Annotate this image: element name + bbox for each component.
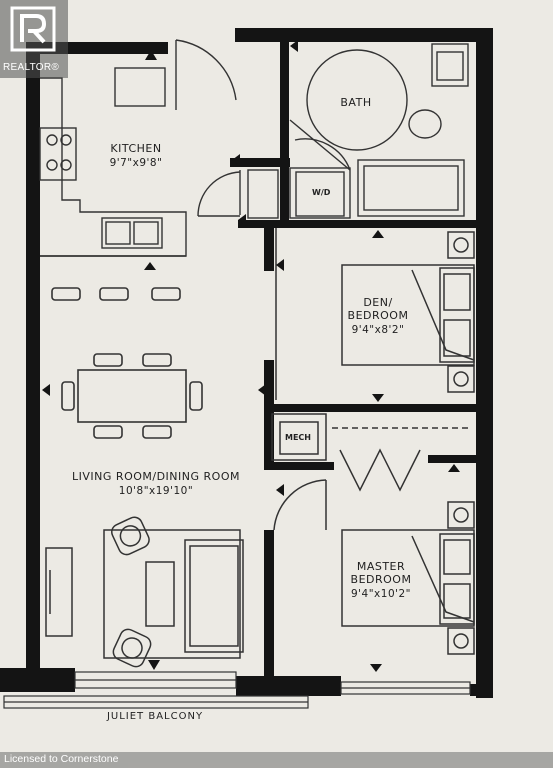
living-furniture: [45, 516, 244, 668]
dining-set: [61, 353, 203, 439]
room-label-master: MASTER BEDROOM 9'4"x10'2": [336, 560, 426, 600]
room-dimension: 9'4"x10'2": [350, 588, 412, 600]
room-dimension: 9'7"x9'8": [109, 157, 163, 169]
room-name: DEN/: [363, 296, 393, 309]
bath-fixtures: [289, 43, 469, 219]
juliet-balcony-label: JULIET BALCONY: [106, 711, 204, 722]
kitchen-counter: [39, 67, 187, 257]
room-label-living: LIVING ROOM/DINING ROOM 10'8"x19'10": [46, 470, 266, 497]
room-dimension: 10'8"x19'10": [118, 485, 194, 497]
room-dimension: 9'4"x8'2": [351, 324, 405, 336]
room-name: MASTER: [356, 560, 406, 573]
interior-walls: [230, 40, 478, 680]
realtor-r-icon: [10, 6, 56, 52]
windows: [3, 671, 471, 709]
room-name: BATH: [340, 96, 372, 109]
mech-label: MECH: [285, 433, 311, 442]
den-furniture: [275, 228, 475, 400]
realtor-wordmark: REALTOR®: [3, 62, 60, 73]
room-label-kitchen: KITCHEN 9'7"x9'8": [86, 142, 186, 169]
license-footer: Licensed to Cornerstone: [0, 752, 553, 768]
entry-door: [175, 39, 237, 110]
room-label-bath: BATH: [326, 96, 386, 109]
mech-closet: [271, 413, 470, 531]
room-label-den: DEN/ BEDROOM 9'4"x8'2": [338, 296, 418, 336]
section-markers: [42, 40, 460, 672]
room-name-line2: BEDROOM: [347, 309, 409, 322]
bar-stools: [51, 287, 181, 301]
realtor-watermark: REALTOR®: [0, 0, 68, 78]
license-text: Licensed to Cornerstone: [4, 753, 119, 765]
hall-closet: [197, 169, 279, 219]
master-furniture: [341, 501, 475, 655]
room-name-line2: BEDROOM: [350, 573, 412, 586]
washer-dryer-label: W/D: [312, 188, 331, 197]
room-name: LIVING ROOM/DINING ROOM: [72, 470, 240, 483]
exterior-walls: [0, 28, 493, 698]
room-name: KITCHEN: [110, 142, 162, 155]
